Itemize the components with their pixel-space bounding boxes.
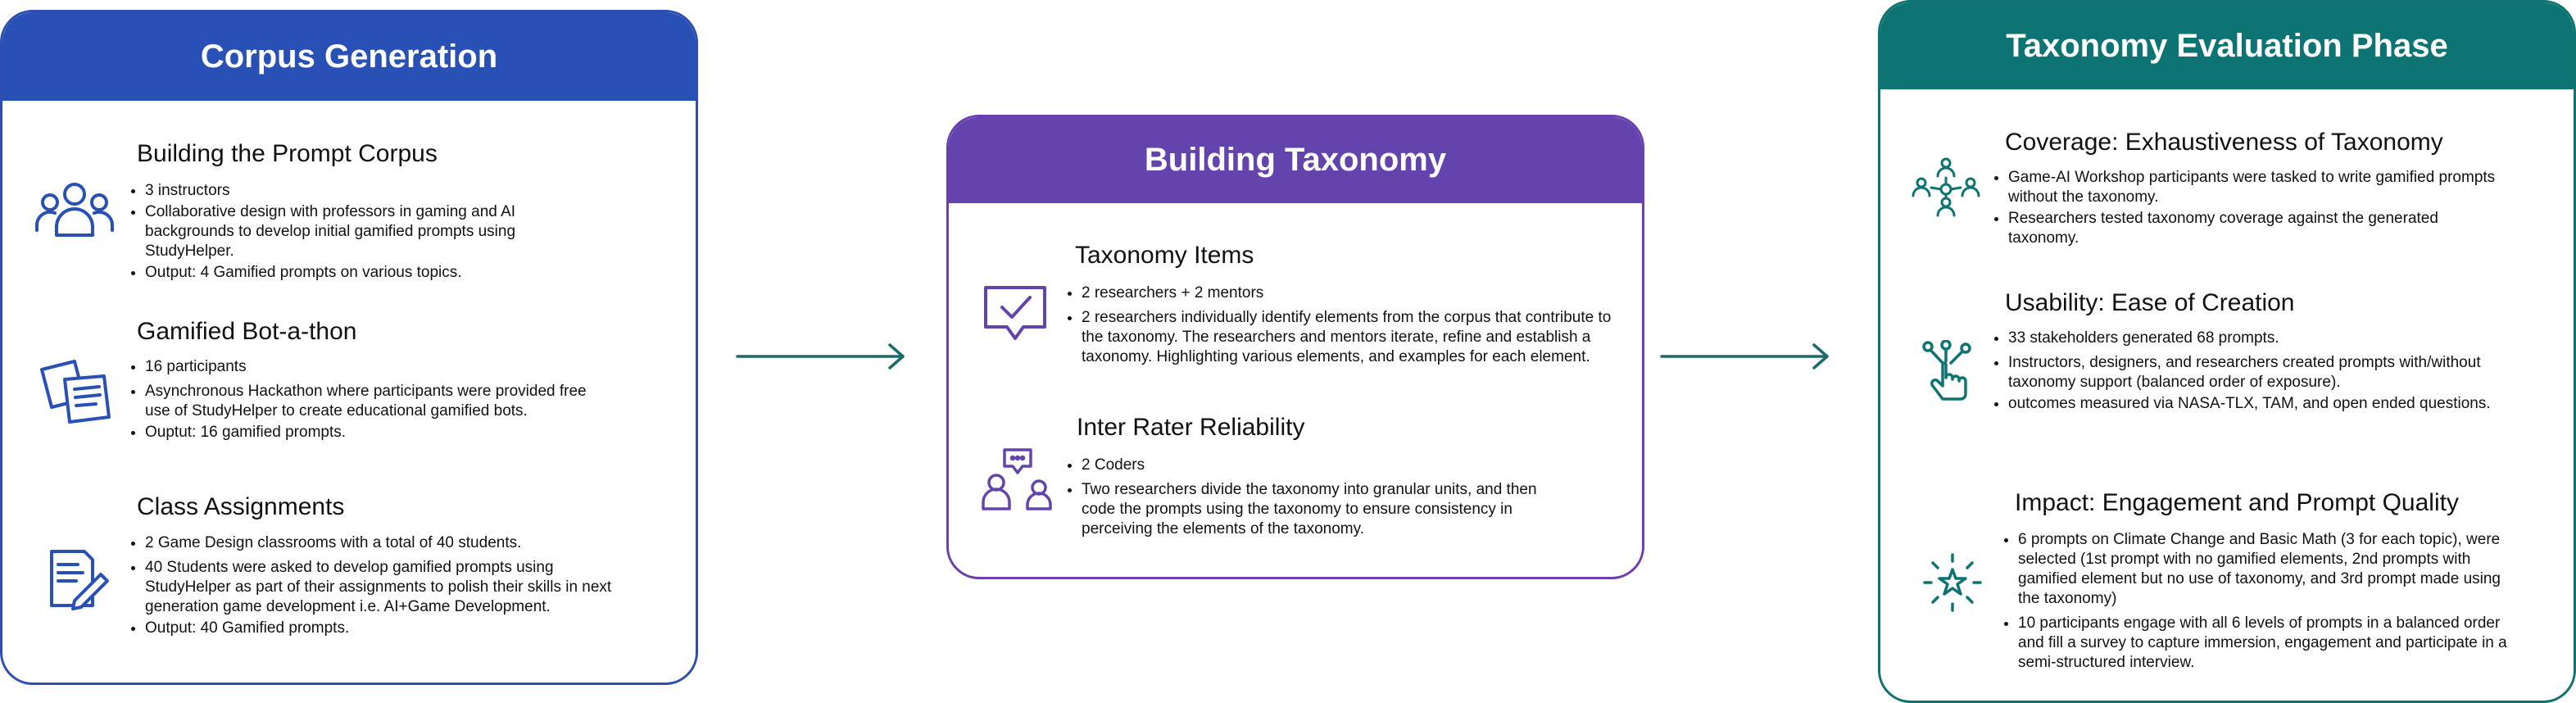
list-item: Collaborative design with professors in … (145, 202, 604, 261)
people-chat-icon (982, 448, 1054, 515)
list-item: Ouptut: 16 gamified prompts. (145, 423, 604, 442)
sparkle-star-icon (1923, 553, 1982, 616)
list-item: Researchers tested taxonomy coverage aga… (2008, 209, 2500, 248)
bullet-list: 2 researchers + 2 mentors 2 researchers … (1064, 283, 1622, 372)
list-item: 10 participants engage with all 6 levels… (2018, 614, 2510, 673)
bullet-list: Game-AI Workshop participants were taske… (1990, 168, 2500, 250)
list-item: Game-AI Workshop participants were taske… (2008, 168, 2500, 207)
section-title: Gamified Bot-a-thon (137, 318, 357, 345)
section-title: Impact: Engagement and Prompt Quality (2015, 489, 2459, 516)
list-item: Output: 4 Gamified prompts on various to… (145, 263, 604, 283)
corpus-generation-header: Corpus Generation (2, 12, 696, 101)
bullet-list: 2 Coders Two researchers divide the taxo… (1064, 456, 1573, 544)
list-item: 3 instructors (145, 181, 604, 201)
section-title: Usability: Ease of Creation (2005, 289, 2295, 316)
list-item: Asynchronous Hackathon where participant… (145, 382, 604, 421)
list-item: 33 stakeholders generated 68 prompts. (2008, 329, 2500, 348)
network-people-icon (1912, 156, 1980, 226)
list-item: 2 Coders (1082, 456, 1573, 475)
taxonomy-evaluation-panel: Taxonomy Evaluation Phase Coverage: Exha… (1878, 0, 2576, 703)
corpus-generation-panel: Corpus Generation Building the Prompt Co… (0, 10, 698, 685)
bullet-list: 2 Game Design classrooms with a total of… (127, 533, 637, 640)
list-item: Instructors, designers, and researchers … (2008, 353, 2500, 392)
papers-icon (37, 358, 116, 431)
list-item: Output: 40 Gamified prompts. (145, 619, 637, 638)
list-item: 40 Students were asked to develop gamifi… (145, 558, 637, 617)
list-item: Two researchers divide the taxonomy into… (1082, 480, 1573, 539)
bullet-list: 6 prompts on Climate Change and Basic Ma… (2000, 530, 2510, 674)
section-title: Inter Rater Reliability (1077, 414, 1305, 441)
check-message-icon (982, 284, 1048, 347)
list-item: 2 researchers individually identify elem… (1082, 308, 1622, 367)
document-edit-icon (45, 547, 111, 616)
list-item: 2 Game Design classrooms with a total of… (145, 533, 637, 553)
arrow-right-icon (736, 342, 906, 374)
list-item: outcomes measured via NASA-TLX, TAM, and… (2008, 394, 2500, 414)
arrow-right-icon (1660, 342, 1830, 374)
section-title: Coverage: Exhaustiveness of Taxonomy (2005, 129, 2443, 156)
building-taxonomy-panel: Building Taxonomy Taxonomy Items 2 resea… (946, 115, 1644, 579)
group-icon (34, 176, 115, 246)
list-item: 2 researchers + 2 mentors (1082, 283, 1622, 303)
bullet-list: 3 instructors Collaborative design with … (127, 181, 604, 284)
building-taxonomy-header: Building Taxonomy (949, 117, 1642, 203)
section-title: Taxonomy Items (1075, 242, 1254, 269)
section-title: Building the Prompt Corpus (137, 140, 438, 167)
section-title: Class Assignments (137, 493, 345, 520)
taxonomy-evaluation-header: Taxonomy Evaluation Phase (1880, 2, 2574, 89)
bullet-list: 16 participants Asynchronous Hackathon w… (127, 357, 604, 444)
list-item: 16 participants (145, 357, 604, 377)
list-item: 6 prompts on Climate Change and Basic Ma… (2018, 530, 2510, 609)
bullet-list: 33 stakeholders generated 68 prompts. In… (1990, 329, 2500, 415)
touch-hand-icon (1921, 339, 1974, 406)
